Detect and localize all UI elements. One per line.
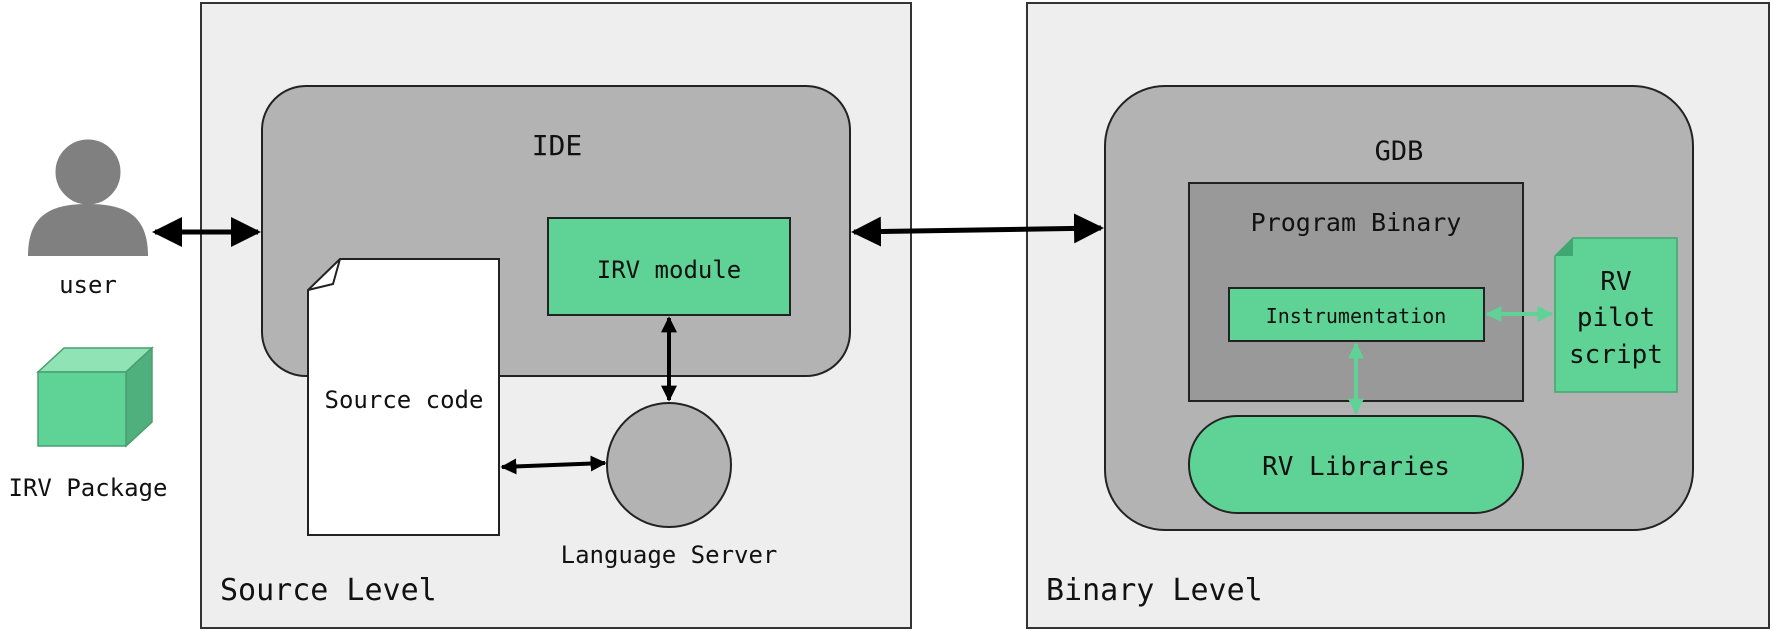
rv-libraries-box[interactable] (1188, 415, 1524, 514)
source-code-label: Source code (325, 386, 484, 414)
source-level-label: Source Level (220, 573, 437, 608)
user-icon (28, 136, 148, 256)
rv-pilot-script-line-2: pilot (1577, 303, 1655, 333)
instrumentation-box[interactable] (1228, 287, 1485, 342)
source-code-language-server-arrow (500, 455, 607, 475)
language-server-label: Language Server (561, 541, 778, 569)
rv-pilot-script-line-3: script (1569, 340, 1663, 370)
binary-level-label: Binary Level (1046, 573, 1263, 608)
irv-package-label: IRV Package (9, 474, 168, 502)
irv-module-box[interactable] (547, 217, 791, 316)
ide-label: IDE (532, 129, 583, 162)
rv-pilot-script-line-1: RV (1600, 267, 1631, 297)
irv-module-label: IRV module (597, 256, 742, 284)
source-code-document[interactable] (307, 258, 500, 536)
rv-libraries-label: RV Libraries (1262, 452, 1450, 482)
rv-pilot-script-document[interactable] (1554, 237, 1678, 393)
ide-gdb-arrow (851, 213, 1104, 247)
language-server-node[interactable] (606, 402, 732, 528)
user-label: user (59, 271, 117, 299)
gdb-label: GDB (1375, 136, 1424, 167)
program-binary-label: Program Binary (1251, 208, 1462, 237)
instrumentation-label: Instrumentation (1266, 304, 1447, 328)
package-icon (36, 346, 154, 448)
